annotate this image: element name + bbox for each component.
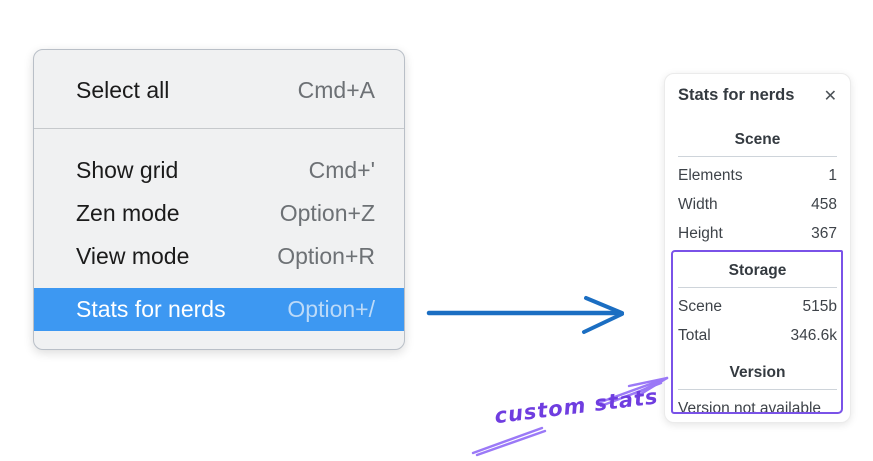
stats-panel: Stats for nerds ✕ Scene Elements 1 Width… [664, 73, 851, 423]
menu-item-zen-mode[interactable]: Zen mode Option+Z [34, 192, 404, 235]
blue-arrow [426, 296, 624, 334]
stat-label: Elements [678, 167, 743, 184]
menu-item-select-all[interactable]: Select all Cmd+A [34, 69, 404, 112]
stats-panel-header: Stats for nerds ✕ [678, 86, 837, 105]
section-header-scene: Scene [734, 131, 781, 148]
stat-value: 367 [811, 225, 837, 242]
section-header-storage: Storage [728, 262, 787, 279]
stat-row-height: Height 367 [678, 219, 837, 248]
section-rule [678, 389, 837, 390]
stat-label: Scene [678, 298, 722, 315]
menu-item-label: Zen mode [76, 200, 180, 226]
section-rule [678, 156, 837, 157]
menu-item-label: View mode [76, 243, 190, 269]
stat-value: 1 [828, 167, 837, 184]
stat-value: 458 [811, 196, 837, 213]
stat-row-scene-size: Scene 515b [678, 292, 837, 321]
menu-item-view-mode[interactable]: View mode Option+R [34, 235, 404, 278]
menu-item-stats-for-nerds[interactable]: Stats for nerds Option+/ [34, 288, 404, 331]
menu-item-show-grid[interactable]: Show grid Cmd+' [34, 149, 404, 192]
stat-label: Width [678, 196, 718, 213]
stat-value: 346.6k [790, 327, 837, 344]
stat-row-elements: Elements 1 [678, 161, 837, 190]
context-menu: Select all Cmd+A Show grid Cmd+' Zen mod… [33, 49, 405, 350]
stat-label: Total [678, 327, 711, 344]
version-note: Version not available [678, 400, 822, 417]
menu-item-label: Show grid [76, 157, 179, 183]
menu-item-shortcut: Option+Z [279, 200, 375, 226]
menu-item-label: Select all [76, 77, 170, 103]
menu-item-shortcut: Cmd+A [297, 77, 375, 103]
custom-stats-label: custom stats [493, 384, 660, 429]
menu-item-shortcut: Option+/ [287, 296, 375, 322]
stat-row-width: Width 458 [678, 190, 837, 219]
stat-label: Height [678, 225, 723, 242]
menu-item-shortcut: Cmd+' [308, 157, 375, 183]
close-icon[interactable]: ✕ [823, 85, 837, 105]
section-header-version: Version [729, 364, 786, 381]
stats-panel-title: Stats for nerds [678, 86, 795, 104]
menu-item-label: Stats for nerds [76, 296, 226, 322]
menu-divider [34, 128, 404, 129]
section-rule [678, 287, 837, 288]
stat-row-total-size: Total 346.6k [678, 321, 837, 350]
menu-item-shortcut: Option+R [277, 243, 375, 269]
stat-value: 515b [802, 298, 837, 315]
